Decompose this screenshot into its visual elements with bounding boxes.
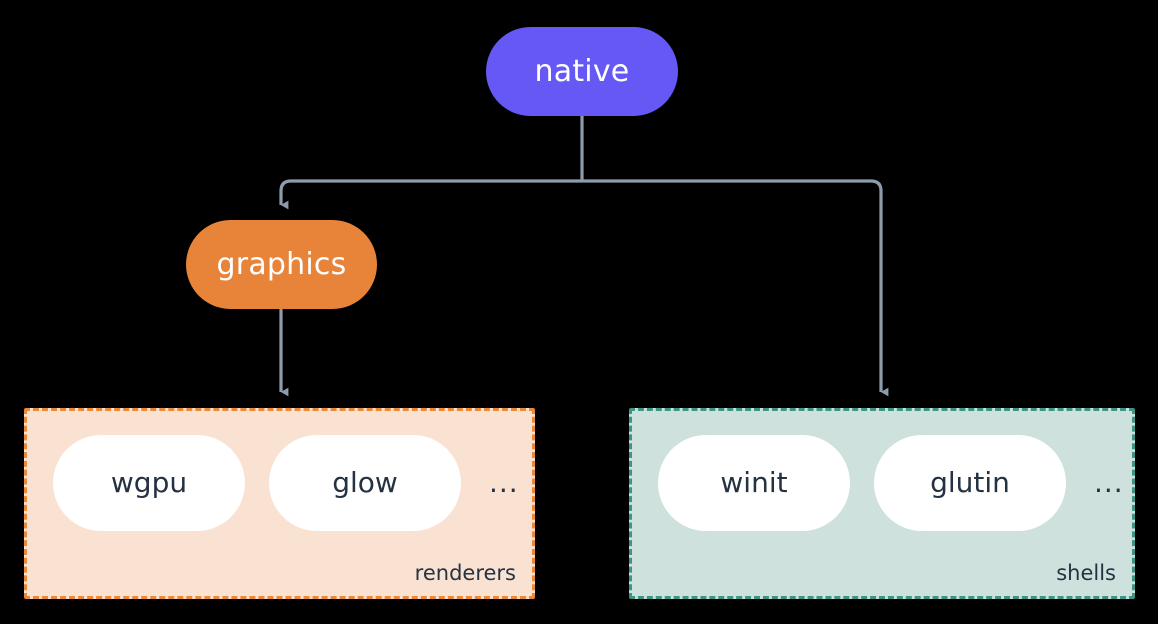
group-renderers-items: wgpu glow ... — [27, 435, 532, 531]
group-renderers-caption: renderers — [414, 561, 516, 585]
edge-native-to-graphics — [279, 179, 582, 210]
leaf-node-glow[interactable]: glow — [269, 435, 461, 531]
node-native[interactable]: native — [486, 27, 678, 116]
edge-native-to-shells — [582, 179, 889, 397]
shells-overflow-ellipsis: ... — [1094, 466, 1124, 499]
group-shells: winit glutin ... shells — [629, 408, 1135, 599]
group-renderers: wgpu glow ... renderers — [24, 408, 535, 599]
node-native-label: native — [534, 53, 630, 89]
leaf-node-winit-label: winit — [720, 466, 788, 499]
leaf-node-glutin-label: glutin — [930, 466, 1010, 499]
group-shells-caption: shells — [1056, 561, 1116, 585]
leaf-node-winit[interactable]: winit — [658, 435, 850, 531]
group-shells-items: winit glutin ... — [632, 435, 1132, 531]
leaf-node-wgpu-label: wgpu — [110, 466, 188, 499]
leaf-node-wgpu[interactable]: wgpu — [53, 435, 245, 531]
node-graphics[interactable]: graphics — [186, 220, 377, 309]
renderers-overflow-ellipsis: ... — [489, 466, 519, 499]
leaf-node-glutin[interactable]: glutin — [874, 435, 1066, 531]
leaf-node-glow-label: glow — [332, 466, 398, 499]
node-graphics-label: graphics — [216, 246, 347, 282]
